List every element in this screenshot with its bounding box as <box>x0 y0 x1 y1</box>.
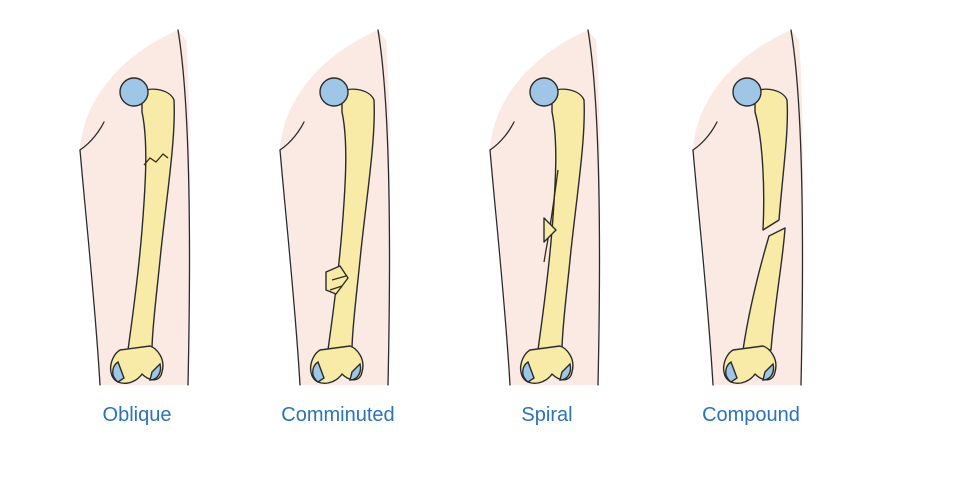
femoral-head <box>119 77 149 107</box>
leg-outline-left <box>692 149 714 386</box>
femur-upper-fragment <box>754 88 789 231</box>
label-oblique: Oblique <box>102 404 172 426</box>
cartilage-left <box>725 360 738 383</box>
oblique-fracture-line <box>143 153 169 166</box>
femur-panel-spiral <box>489 29 601 386</box>
femur-condyles <box>110 345 164 384</box>
label-spiral: Spiral <box>521 404 573 426</box>
hip-line <box>279 121 305 151</box>
cartilage-right <box>762 362 775 381</box>
leg-outline-right <box>177 29 191 386</box>
femur-condyles <box>520 345 574 384</box>
femur-panel-comminuted <box>279 29 391 386</box>
cartilage-left <box>312 360 325 383</box>
leg-outline-right <box>377 29 391 386</box>
femoral-head <box>529 77 559 107</box>
comminuted-fracture-lines <box>329 275 347 291</box>
leg-outline-left <box>79 149 101 386</box>
label-comminuted: Comminuted <box>281 404 395 426</box>
cartilage-right <box>349 362 362 381</box>
spiral-fracture-line <box>543 169 559 263</box>
leg-outline-right <box>587 29 601 386</box>
femur-condyles <box>723 345 777 384</box>
leg-outline-right <box>790 29 804 386</box>
cartilage-right <box>149 362 162 381</box>
fracture-edge-upper <box>762 219 780 231</box>
label-compound: Compound <box>702 404 800 426</box>
spiral-wedge <box>543 217 557 243</box>
femoral-head <box>732 77 762 107</box>
femur-panel-compound <box>692 29 804 386</box>
leg-outline-left <box>489 149 511 386</box>
cartilage-right <box>559 362 572 381</box>
femur-panel-oblique <box>79 29 191 386</box>
femoral-head <box>319 77 349 107</box>
cartilage-left <box>522 360 535 383</box>
leg-outline-left <box>279 149 301 386</box>
hip-line <box>692 121 718 151</box>
hip-line <box>489 121 515 151</box>
cartilage-left <box>112 360 125 383</box>
femur-lower-fragment <box>742 227 786 351</box>
hip-line <box>79 121 105 151</box>
femur-condyles <box>310 345 364 384</box>
